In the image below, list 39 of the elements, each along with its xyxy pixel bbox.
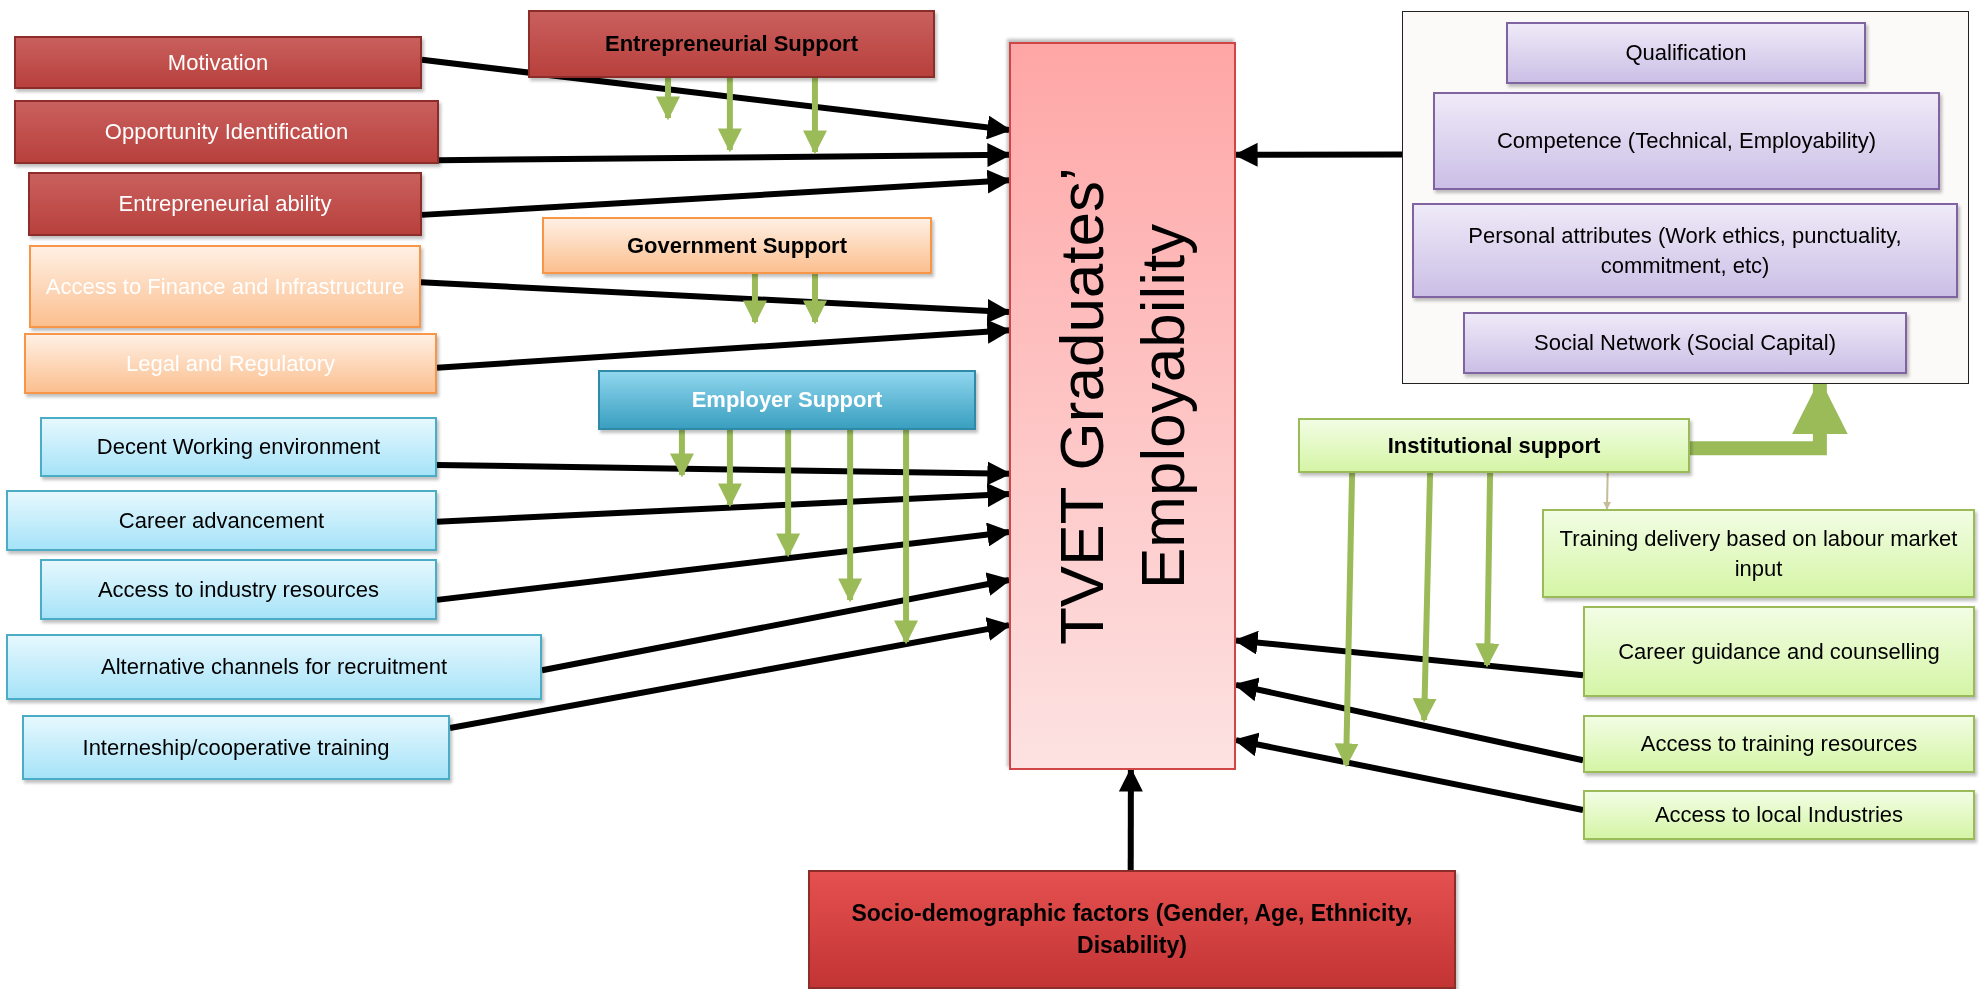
support-box: Government Support xyxy=(542,217,932,274)
factor-box: Access to Finance and Infrastructure xyxy=(29,245,421,328)
arrow xyxy=(1334,472,1359,768)
factor-box: Access to training resources xyxy=(1583,715,1975,773)
support-box: Employer Support xyxy=(598,370,976,430)
factor-box: Career advancement xyxy=(6,490,437,551)
attribute-box: Personal attributes (Work ethics, punctuality, commitment, etc) xyxy=(1412,203,1958,298)
arrow xyxy=(803,274,827,325)
support-box: Entrepreneurial Support xyxy=(528,10,935,78)
factor-box: Decent Working environment xyxy=(40,417,437,477)
arrow xyxy=(776,430,801,558)
arrow xyxy=(838,430,863,603)
factor-box: Alternative channels for recruitment xyxy=(6,634,542,700)
arrow xyxy=(669,430,694,478)
arrow xyxy=(1603,472,1612,510)
factor-box: Opportunity Identification xyxy=(14,100,439,164)
factor-box: Training delivery based on labour market input xyxy=(1542,509,1975,598)
arrow xyxy=(742,274,767,325)
support-box: Institutional support xyxy=(1298,418,1690,473)
factor-box: Entrepreneurial ability xyxy=(28,172,422,236)
arrow xyxy=(802,78,827,155)
factor-box: Access to industry resources xyxy=(40,559,437,620)
attribute-box: Competence (Technical, Employability) xyxy=(1433,92,1940,190)
attribute-box: Social Network (Social Capital) xyxy=(1463,312,1907,374)
factor-box: Access to local Industries xyxy=(1583,790,1975,840)
factor-box: Career guidance and counselling xyxy=(1583,606,1975,697)
factor-box: Legal and Regulatory xyxy=(24,333,437,394)
arrow xyxy=(717,78,742,153)
factor-box: Motivation xyxy=(14,36,422,89)
arrow xyxy=(894,430,919,645)
arrow xyxy=(1475,472,1500,668)
arrow xyxy=(717,430,742,508)
factor-box: Socio-demographic factors (Gender, Age, Ethnicity, Disability) xyxy=(808,870,1456,989)
factor-box: Interneship/cooperative training xyxy=(22,715,450,780)
outcome-box: TVET Graduates’ Employability xyxy=(1009,42,1236,770)
arrow xyxy=(656,78,680,121)
attribute-box: Qualification xyxy=(1506,22,1866,84)
arrow xyxy=(1412,472,1437,723)
panel-frame xyxy=(1402,11,1969,384)
